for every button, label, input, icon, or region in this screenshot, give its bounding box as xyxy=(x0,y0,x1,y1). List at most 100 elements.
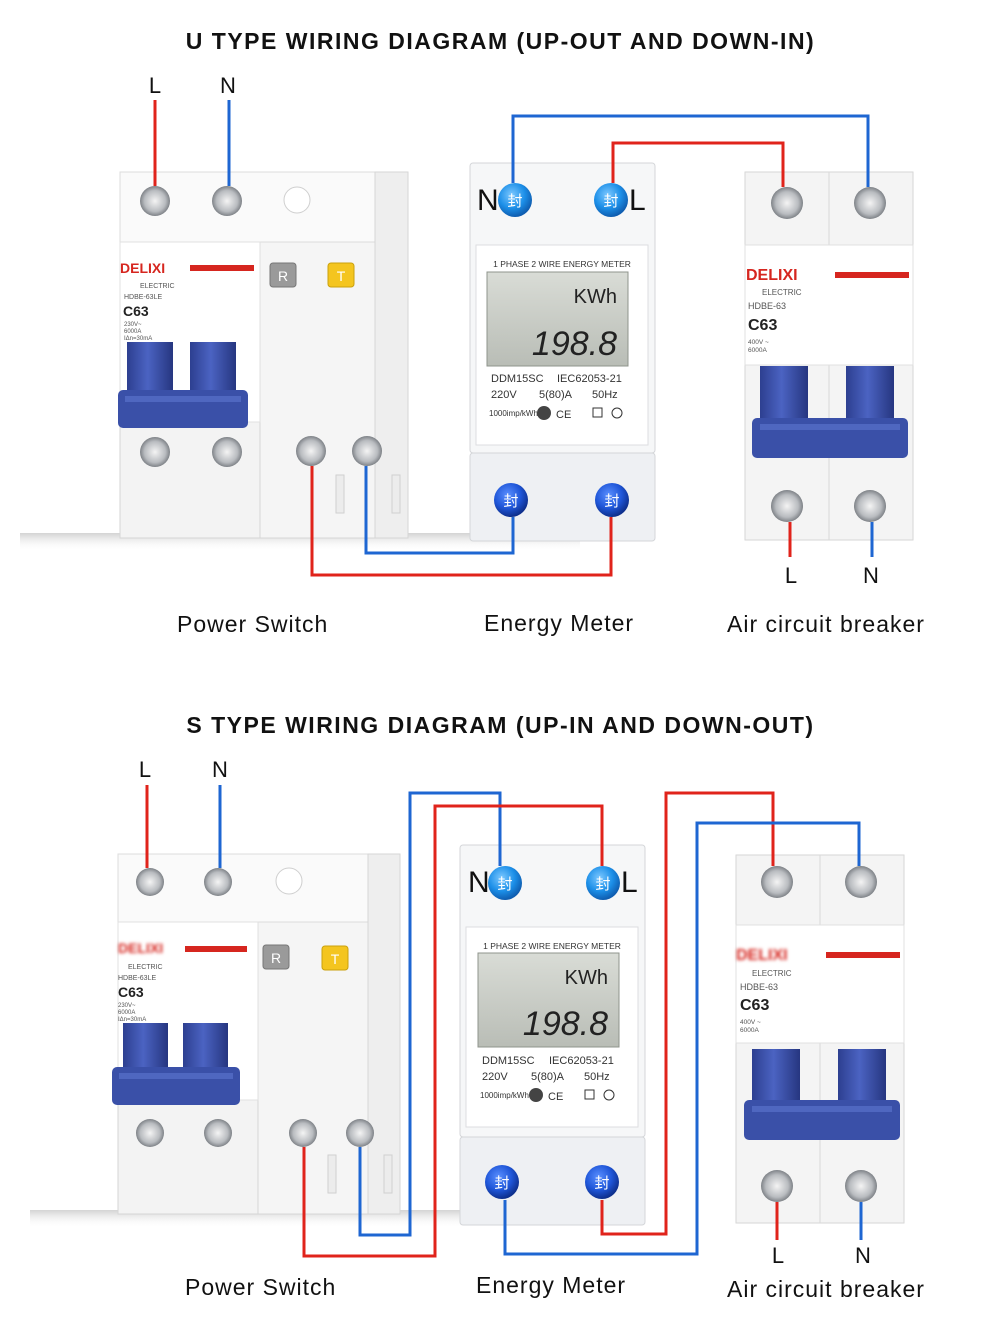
seal-icon xyxy=(485,1165,519,1199)
svg-text:6000A: 6000A xyxy=(740,1027,759,1034)
svg-text:ELECTRIC: ELECTRIC xyxy=(762,288,802,297)
seal-icon xyxy=(594,183,628,217)
screw-icon xyxy=(771,187,803,219)
u-r-button: R xyxy=(278,268,288,284)
svg-text:220V: 220V xyxy=(482,1071,508,1083)
screw-icon xyxy=(212,186,242,216)
svg-text:封: 封 xyxy=(494,1175,509,1192)
u-type-diagram: DELIXI ELECTRIC HDBE-63LE C63 230V~ 6000… xyxy=(20,100,914,577)
svg-text:6000A: 6000A xyxy=(118,1010,135,1016)
screw-icon xyxy=(140,186,170,216)
lcd-display xyxy=(486,271,629,367)
s-input-n-label: N xyxy=(212,757,228,782)
screw-icon xyxy=(352,436,382,466)
svg-text:400V ~: 400V ~ xyxy=(740,1019,761,1026)
seal-icon xyxy=(595,483,629,517)
svg-text:C63: C63 xyxy=(118,984,144,1000)
u-energy-meter-caption: Energy Meter xyxy=(484,610,635,636)
svg-text:HDBE-63LE: HDBE-63LE xyxy=(118,975,156,982)
s-power-switch-caption: Power Switch xyxy=(185,1274,337,1300)
svg-text:HDBE-63: HDBE-63 xyxy=(740,982,778,992)
svg-text:HDBE-63: HDBE-63 xyxy=(748,301,786,311)
svg-text:1000imp/kWh: 1000imp/kWh xyxy=(489,409,538,418)
svg-text:C63: C63 xyxy=(748,317,777,334)
svg-text:50Hz: 50Hz xyxy=(592,389,618,401)
seal-icon xyxy=(586,866,620,900)
svg-text:KWh: KWh xyxy=(565,967,608,989)
svg-text:ELECTRIC: ELECTRIC xyxy=(128,964,163,971)
svg-text:1 PHASE 2 WIRE ENERGY METER: 1 PHASE 2 WIRE ENERGY METER xyxy=(483,941,621,951)
s-r-button: R xyxy=(271,950,281,966)
s-meter-l-label: L xyxy=(621,866,638,899)
s-input-l-label: L xyxy=(138,757,152,782)
u-wire-switch-to-meter-live xyxy=(310,466,613,577)
svg-text:IΔn=30mA: IΔn=30mA xyxy=(124,336,152,342)
s-output-l-label: L xyxy=(771,1243,785,1268)
u-energy-meter: 1 PHASE 2 WIRE ENERGY METER KWh 198.8 DD… xyxy=(469,162,656,542)
screw-icon xyxy=(140,437,170,467)
s-type-diagram: DELIXI ELECTRIC HDBE-63LE C63 230V~ 6000… xyxy=(30,785,905,1258)
screw-icon xyxy=(346,1119,374,1147)
s-meter-n-label: N xyxy=(468,866,490,899)
svg-text:230V~: 230V~ xyxy=(124,322,142,328)
u-ps-brand: DELIXI xyxy=(120,260,165,276)
svg-text:IEC62053-21: IEC62053-21 xyxy=(549,1055,614,1067)
svg-text:CE: CE xyxy=(556,409,571,421)
svg-text:封: 封 xyxy=(497,876,512,893)
screw-icon xyxy=(771,490,803,522)
u-t-button: T xyxy=(337,268,346,284)
u-wire-switch-to-meter-neutral xyxy=(364,466,515,555)
svg-text:封: 封 xyxy=(507,193,522,210)
u-meter-n-label: N xyxy=(477,184,499,217)
u-output-l-label: L xyxy=(784,563,798,588)
svg-text:DDM15SC: DDM15SC xyxy=(482,1055,535,1067)
u-input-n-label: N xyxy=(220,73,236,98)
s-acb-brand: DELIXI xyxy=(736,947,788,964)
svg-text:HDBE-63LE: HDBE-63LE xyxy=(124,294,162,301)
u-power-switch: DELIXI ELECTRIC HDBE-63LE C63 230V~ 6000… xyxy=(118,171,409,539)
screw-icon xyxy=(212,437,242,467)
svg-text:封: 封 xyxy=(604,493,619,510)
screw-icon xyxy=(296,436,326,466)
seal-icon xyxy=(494,483,528,517)
u-wire-meter-l-to-acb xyxy=(611,141,785,187)
u-wire-meter-n-to-acb xyxy=(511,114,870,187)
seal-icon xyxy=(488,866,522,900)
svg-text:5(80)A: 5(80)A xyxy=(539,389,573,401)
u-type-title: U TYPE WIRING DIAGRAM (UP-OUT AND DOWN-I… xyxy=(185,28,816,54)
svg-text:230V~: 230V~ xyxy=(118,1003,136,1009)
s-t-button: T xyxy=(331,951,340,967)
s-energy-meter: 1 PHASE 2 WIRE ENERGY METER KWh 198.8 DD… xyxy=(459,844,646,1226)
s-wire-switch-to-meter-live xyxy=(302,804,604,1258)
svg-text:5(80)A: 5(80)A xyxy=(531,1071,565,1083)
seal-icon xyxy=(498,183,532,217)
s-wire-meter-to-acb-live xyxy=(600,791,775,1236)
u-meter-l-label: L xyxy=(629,184,646,217)
svg-text:KWh: KWh xyxy=(574,286,617,308)
screw-icon xyxy=(289,1119,317,1147)
screw-icon xyxy=(761,866,793,898)
u-air-breaker-caption: Air circuit breaker xyxy=(727,611,925,637)
s-power-switch: DELIXI ELECTRIC HDBE-63LE C63 230V~ 6000… xyxy=(112,853,401,1215)
svg-text:C63: C63 xyxy=(740,997,769,1014)
screw-icon xyxy=(854,187,886,219)
screw-icon xyxy=(845,866,877,898)
s-ps-brand: DELIXI xyxy=(118,940,163,956)
svg-text:C63: C63 xyxy=(123,303,149,319)
u-wires xyxy=(153,100,874,577)
s-energy-meter-caption: Energy Meter xyxy=(476,1272,627,1298)
u-meter-reading: 198.8 xyxy=(532,325,617,363)
svg-text:IΔn=30mA: IΔn=30mA xyxy=(118,1017,146,1023)
svg-text:封: 封 xyxy=(595,876,610,893)
u-acb-brand: DELIXI xyxy=(746,267,798,284)
screw-icon xyxy=(761,1170,793,1202)
svg-text:封: 封 xyxy=(603,193,618,210)
seal-icon xyxy=(585,1165,619,1199)
screw-icon xyxy=(845,1170,877,1202)
s-wires xyxy=(145,785,863,1258)
u-power-switch-caption: Power Switch xyxy=(177,611,329,637)
svg-text:封: 封 xyxy=(594,1175,609,1192)
screw-icon xyxy=(136,1119,164,1147)
s-wire-meter-to-acb-neutral xyxy=(503,821,861,1256)
screw-icon xyxy=(204,1119,232,1147)
